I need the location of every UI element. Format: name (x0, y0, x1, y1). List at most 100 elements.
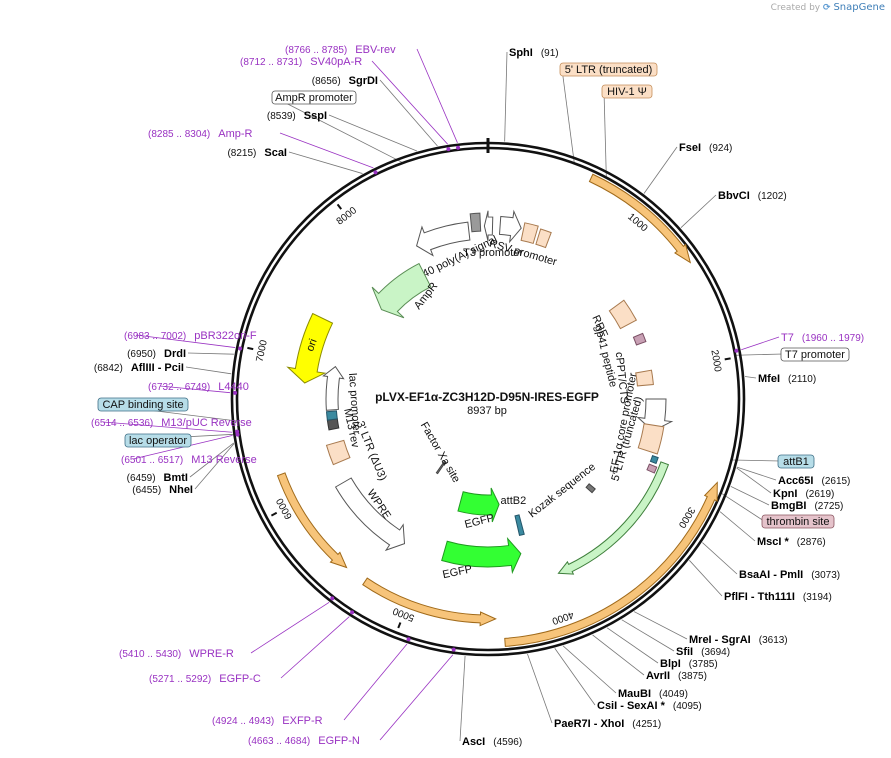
enzyme-position: (6842) (94, 363, 123, 374)
enzyme-position: (91) (541, 48, 559, 59)
callout-box (559, 62, 658, 77)
callout-lac-operator: lac operator (124, 433, 192, 448)
enzyme-position: (4049) (659, 689, 688, 700)
primer-amp-r: (8285 .. 8304)Amp-R (148, 128, 253, 140)
tick-mark (270, 511, 278, 517)
snapgene-mark-icon: ⟳ (823, 3, 831, 13)
feature-5-ltr-block (520, 222, 539, 245)
callout-box (97, 397, 189, 412)
callout-text: CAP binding site (102, 399, 183, 411)
primer-name: T7 (781, 332, 794, 344)
enzyme-scai: (8215)ScaI (227, 147, 287, 159)
callout-thrombin-site: thrombin site (761, 514, 835, 529)
leader-line (741, 336, 780, 351)
callout-text: attB1 (783, 456, 809, 468)
leader-line (689, 560, 723, 597)
primer-range: (5410 .. 5430) (119, 649, 181, 660)
feature-3-ltr-truncated-block (637, 423, 665, 455)
callout-leader (273, 96, 402, 163)
enzyme-name: PflFI - Tth111I (724, 591, 795, 603)
feature-label-attb2: attB2 (501, 495, 527, 507)
tick-label: 7000 (254, 339, 269, 363)
primer-name: EBV-rev (355, 44, 396, 56)
feature-factor-xa-block (435, 460, 447, 475)
leader-line (288, 151, 363, 174)
leader-line (592, 634, 645, 676)
leader-line (280, 616, 350, 679)
leader-line (736, 466, 777, 481)
primer-range: (6983 .. 7002) (124, 331, 186, 342)
primer-site-mark (406, 637, 411, 642)
primer-pbr322ori-f: (6983 .. 7002)pBR322ori-F (124, 330, 257, 342)
feature-kozak-block (585, 483, 596, 494)
callout-box (124, 433, 192, 448)
feature-rre (608, 299, 638, 330)
leader-line (379, 79, 438, 147)
callout-text: lac operator (129, 435, 187, 447)
primer-site-mark (451, 647, 456, 652)
primer-range: (4924 .. 4943) (212, 716, 274, 727)
primer-site-mark (350, 610, 355, 615)
enzyme-csii-sexai: CsiI - SexAI * (4095) (597, 700, 702, 712)
leader-line (744, 376, 757, 379)
primer-egfp-n: (4663 .. 4684)EGFP-N (248, 735, 360, 747)
enzyme-name: AflIII - PciI (131, 362, 184, 374)
enzyme-name: BmtI (164, 472, 188, 484)
feature-label-egfp: EGFP (463, 512, 495, 531)
leader-line (459, 655, 466, 742)
tick-mark (336, 203, 343, 210)
feature-zc3h12d-arrow-outer (588, 173, 692, 264)
primer-name: WPRE-R (189, 648, 234, 660)
primer-site-mark (734, 348, 739, 353)
leader-line (680, 194, 717, 228)
enzyme-bmgbi: BmgBI(2725) (771, 500, 843, 512)
enzyme-name: SfiI (676, 646, 693, 658)
enzyme-name: FseI (679, 142, 701, 154)
primer-range: (1960 .. 1979) (802, 333, 864, 344)
tick-mark (247, 346, 254, 351)
enzyme-position: (4095) (673, 701, 702, 712)
leader-line (562, 645, 617, 694)
callout-cap-binding-site: CAP binding site (97, 397, 189, 412)
callout-t7-promoter: T7 promoter (780, 347, 850, 362)
enzyme-mrei-sgrai: MreI - SgrAI(3613) (689, 634, 788, 646)
tick-mark (724, 357, 731, 361)
enzyme-position: (4596) (493, 737, 522, 748)
primer-sv40pa-r: (8712 .. 8731)SV40pA-R (240, 56, 362, 68)
feature-gp41-peptide (632, 332, 647, 346)
leader-line (554, 647, 596, 706)
primer-exfp-r: (4924 .. 4943) EXFP-R (212, 715, 323, 727)
enzyme-paer7i-xhoi: PaeR7I - XhoI(4251) (554, 718, 661, 730)
leader-line (702, 542, 738, 575)
feature-ampr (371, 262, 432, 319)
enzyme-fsei: FseI(924) (679, 142, 732, 154)
enzyme-name: CsiI - SexAI * (597, 700, 666, 712)
primer-name: EXFP-R (282, 715, 322, 727)
primer-egfp-c: (5271 .. 5292)EGFP-C (149, 673, 261, 685)
enzyme-position: (1202) (758, 191, 787, 202)
primer-range: (4663 .. 4684) (248, 736, 310, 747)
enzyme-position: (3194) (803, 592, 832, 603)
enzyme-nhei: (6455)NheI (132, 484, 193, 496)
enzyme-position: (2725) (814, 501, 843, 512)
enzyme-name: PaeR7I - XhoI (554, 718, 624, 730)
callout-text: T7 promoter (785, 349, 845, 361)
enzyme-name: ScaI (264, 147, 287, 159)
enzyme-position: (3613) (759, 635, 788, 646)
primer-range: (6501 .. 6517) (121, 455, 183, 466)
feature-3-ltr-block (325, 439, 351, 466)
logo-prefix: Created by (770, 3, 821, 13)
primer-t7: T7 (1960 .. 1979) (781, 332, 864, 344)
callout-box (780, 347, 850, 362)
leader-line (185, 366, 232, 375)
feature-label-lac-promoter: lac promoter (346, 373, 362, 435)
enzyme-sphi: SphI(91) (509, 47, 559, 59)
callout-5-ltr-truncated: 5' LTR (truncated) (559, 62, 658, 77)
leader-line (279, 132, 374, 169)
feature-attb2-block (514, 514, 525, 537)
enzyme-position: (2876) (797, 537, 826, 548)
leader-line (416, 48, 458, 143)
primer-site-mark (235, 432, 240, 437)
enzyme-drdi: (6950)DrdI (127, 348, 186, 360)
